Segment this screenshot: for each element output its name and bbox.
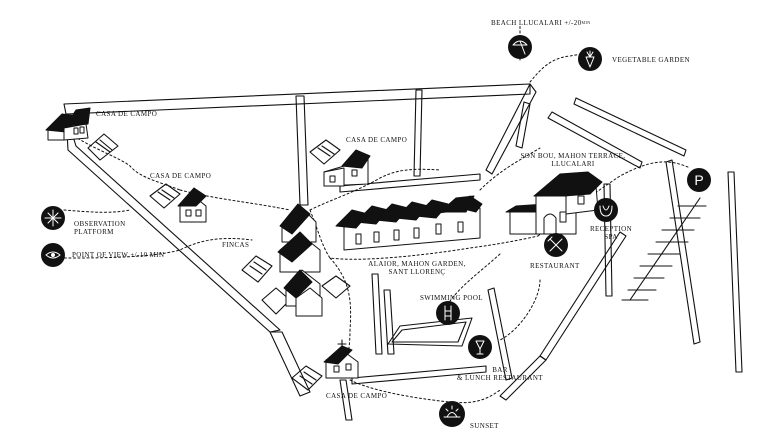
label-son-bou: SON BOU, MAHON TERRACE, LLUCALARI xyxy=(518,152,628,168)
compass-icon xyxy=(41,206,65,230)
walking-paths xyxy=(59,23,691,404)
parking-lot xyxy=(621,197,707,301)
label-alaior-line-1: ALAIOR, MAHON GARDEN, xyxy=(368,260,466,268)
property-walls xyxy=(63,83,743,421)
label-casa-de-campo-2: CASA DE CAMPO xyxy=(150,172,212,180)
label-bar: BAR & LUNCH RESTAURANT xyxy=(440,366,560,382)
spa-icon xyxy=(594,198,618,222)
building-casa-de-campo-3 xyxy=(309,139,371,187)
building-casa-de-campo-1 xyxy=(45,107,91,141)
label-son-bou-line-1: SON BOU, MAHON TERRACE, xyxy=(520,152,626,160)
building-casa-de-campo-2 xyxy=(149,183,207,223)
label-son-bou-line-2: LLUCALARI xyxy=(551,160,595,168)
label-vegetable-garden: VEGETABLE GARDEN xyxy=(612,56,690,64)
label-observation-line-1: OBSERVATION xyxy=(74,220,126,228)
label-restaurant: RESTAURANT xyxy=(530,262,580,270)
cutlery-icon xyxy=(544,233,568,257)
building-casa-de-campo-4 xyxy=(291,339,359,391)
label-casa-de-campo-1: CASA DE CAMPO xyxy=(96,110,158,118)
label-beach: BEACH LLUCALARI +/-20MIN xyxy=(491,19,591,27)
swimming-pool xyxy=(387,317,473,347)
glass-icon xyxy=(468,335,492,359)
pool-ladder-icon xyxy=(436,301,460,325)
label-reception-line-1: RECEPTION xyxy=(589,225,633,233)
svg-text:P: P xyxy=(694,172,703,188)
eye-icon xyxy=(41,243,65,267)
carrot-icon xyxy=(578,47,602,71)
label-bar-line-1: BAR xyxy=(492,366,508,374)
label-casa-de-campo-4: CASA DE CAMPO xyxy=(326,392,388,400)
garden-plot xyxy=(87,133,119,161)
label-observation-platform: OBSERVATION PLATFORM xyxy=(74,220,126,236)
label-bar-line-2: & LUNCH RESTAURANT xyxy=(457,374,543,382)
label-fincas: FINCAS xyxy=(222,241,250,249)
label-alaior: ALAIOR, MAHON GARDEN, SANT LLORENÇ xyxy=(362,260,472,276)
parking-icon: P xyxy=(687,168,711,192)
building-alaior-row xyxy=(335,195,483,251)
umbrella-icon xyxy=(508,35,532,59)
label-alaior-line-2: SANT LLORENÇ xyxy=(388,268,446,276)
label-sunset: SUNSET xyxy=(470,422,499,430)
label-casa-de-campo-3: CASA DE CAMPO xyxy=(346,136,408,144)
label-reception-line-2: SPA xyxy=(604,233,618,241)
building-fincas xyxy=(241,203,351,317)
label-observation-line-2: PLATFORM xyxy=(74,228,114,236)
label-reception-spa: RECEPTION SPA xyxy=(586,225,636,241)
sunset-icon xyxy=(439,401,465,427)
label-swimming-pool: SWIMMING POOL xyxy=(420,294,483,302)
building-reception xyxy=(505,171,603,235)
label-point-of-view: POINT OF VIEW +/-10 MIN xyxy=(72,251,165,259)
